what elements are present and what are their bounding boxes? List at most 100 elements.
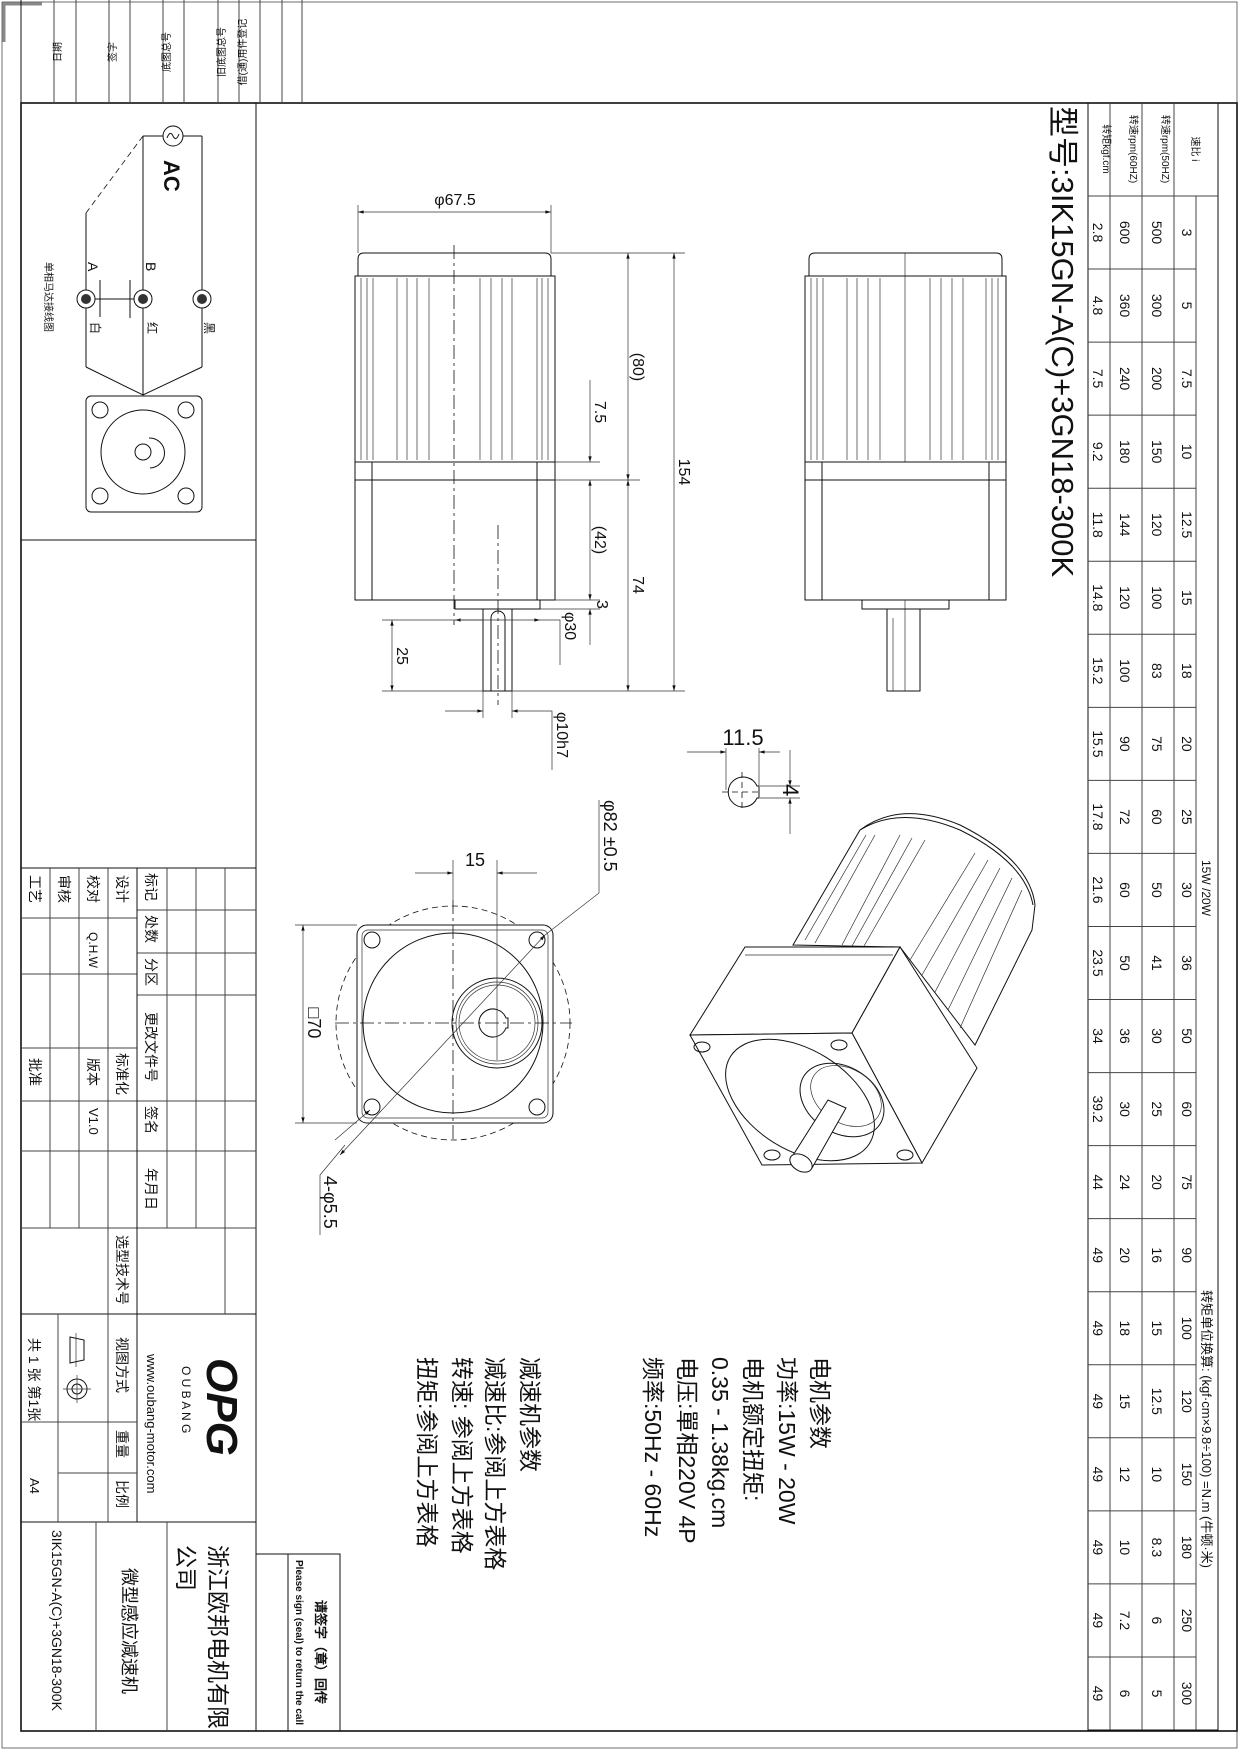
ratio-cell: 120 — [1179, 1390, 1195, 1414]
title-block: 标记 处数 分区 更改文件号 签名 年月日 设计 校对 审核 工艺 Q.H.W … — [21, 867, 256, 1731]
dim-shaft-diameter: φ10h7 — [553, 712, 570, 758]
wiring-terminal-a: A — [85, 262, 101, 272]
dim-mount-holes: 4-φ5.5 — [320, 1176, 340, 1229]
dim-key-width: 4 — [778, 784, 803, 796]
gearbox-params: 减速机参数 减速比:参阅上方表格 转速: 参阅上方表格 扭矩:参阅上方表格 — [414, 1357, 543, 1570]
tb-standard: 标准化 — [114, 1053, 130, 1095]
rpm-50hz-cell: 8.3 — [1149, 1538, 1165, 1558]
company-name-line2: 公司 — [173, 1545, 199, 1591]
rpm-60hz-cell: 144 — [1117, 513, 1133, 537]
sign-return-box: 请签字（章）回传 Please sign (seal) to return th… — [255, 1553, 341, 1732]
rpm-60hz-cell: 20 — [1117, 1247, 1133, 1263]
torque-cell: 44 — [1090, 1174, 1106, 1190]
tb-process: 工艺 — [27, 875, 43, 903]
record-base-no-label: 底图总号 — [160, 32, 173, 72]
terminal-a — [76, 289, 96, 309]
ratio-cell: 25 — [1179, 809, 1195, 825]
tb-checker-name: Q.H.W — [86, 932, 100, 969]
tb-count: 处数 — [143, 915, 159, 943]
rpm-50hz-cell: 10 — [1149, 1467, 1165, 1483]
header-torque: 转矩kgf.cm — [1100, 124, 1113, 173]
rpm-50hz-cell: 60 — [1149, 809, 1165, 825]
terminal-b — [133, 289, 153, 309]
front-view-dimensions: φ67.5 (80) 154 7.5 (42) 74 3 φ30 25 φ10h… — [357, 192, 692, 770]
torque-cell: 4.8 — [1090, 296, 1106, 316]
dim-total-length: 154 — [675, 459, 692, 486]
dim-step: 7.5 — [591, 401, 608, 423]
rpm-50hz-cell: 200 — [1149, 367, 1165, 391]
gearbox-speed: 转速: 参阅上方表格 — [449, 1357, 475, 1554]
record-borrow-label: 借(通)用件登记 — [236, 19, 249, 86]
conversion-note: 转矩单位换算: (kgf·cm×9.8÷100) =N.m (牛顿·米) — [1199, 1290, 1214, 1568]
rpm-60hz-cell: 180 — [1117, 440, 1133, 464]
rpm-60hz-cell: 600 — [1117, 221, 1133, 245]
record-old-base-no-label: 旧底图总号 — [215, 27, 228, 77]
torque-cell: 21.6 — [1090, 876, 1106, 903]
front-view — [354, 245, 556, 705]
dim-pilot-height: 3 — [593, 600, 610, 609]
rpm-60hz-cell: 72 — [1117, 809, 1133, 825]
ratio-cell: 10 — [1179, 444, 1195, 460]
torque-cell: 49 — [1090, 1320, 1106, 1336]
wiring-diagram: AC A B 白 红 黑 单相马达接线图 — [42, 125, 216, 513]
table-cells: 35006002.853003604.87.52002407.510150180… — [1088, 221, 1196, 1705]
gearbox-torque: 扭矩:参阅上方表格 — [414, 1357, 440, 1547]
torque-cell: 11.8 — [1090, 512, 1106, 538]
wire-red: 红 — [145, 322, 160, 334]
sign-box-en: Please sign (seal) to return the call — [293, 1560, 304, 1725]
rpm-60hz-cell: 12 — [1117, 1467, 1133, 1483]
company-website[interactable]: www.oubang-motor.com — [144, 1353, 159, 1493]
rpm-50hz-cell: 500 — [1149, 221, 1165, 245]
motor-frequency: 频率:50Hz - 60Hz — [640, 1357, 666, 1537]
dim-body-diameter: φ67.5 — [434, 192, 476, 209]
ratio-cell: 15 — [1179, 590, 1195, 606]
torque-cell: 17.8 — [1090, 803, 1106, 830]
tb-change-doc: 更改文件号 — [143, 1012, 159, 1082]
torque-cell: 2.8 — [1090, 223, 1106, 243]
torque-cell: 49 — [1090, 1247, 1106, 1263]
ratio-cell: 30 — [1179, 882, 1195, 898]
tb-version-label: 版本 — [85, 1058, 101, 1086]
torque-cell: 23.5 — [1090, 949, 1106, 976]
rpm-50hz-cell: 6 — [1149, 1617, 1165, 1625]
ratio-cell: 36 — [1179, 955, 1195, 971]
torque-cell: 49 — [1090, 1686, 1106, 1702]
record-date-label: 日期 — [52, 42, 64, 62]
ratio-cell: 250 — [1179, 1609, 1195, 1633]
ratio-cell: 180 — [1179, 1536, 1195, 1560]
record-strip: 日期 签字 底图总号 旧底图总号 借(通)用件登记 — [20, 0, 303, 103]
dim-motor-length: (80) — [629, 353, 646, 381]
company-logo: OPG — [197, 1358, 246, 1456]
wiring-terminal-b: B — [143, 262, 159, 271]
dim-square-size: □70 — [304, 1008, 324, 1039]
torque-cell: 49 — [1090, 1540, 1106, 1556]
wire-white: 白 — [88, 322, 103, 334]
tb-check: 校对 — [85, 875, 101, 903]
rpm-50hz-cell: 41 — [1149, 955, 1165, 971]
wiring-ac-label: AC — [159, 160, 184, 192]
gearbox-params-heading: 减速机参数 — [517, 1357, 543, 1472]
dim-gearbox-length: (42) — [591, 526, 608, 554]
rpm-50hz-cell: 83 — [1149, 663, 1165, 679]
tb-version: V1.0 — [86, 1108, 101, 1135]
dim-pilot-diameter: φ30 — [561, 612, 578, 640]
motor-params: 电机参数 功率:15W - 20W 电机额定扭矩: 0.35 - 1.38kg.… — [640, 1357, 833, 1544]
rpm-60hz-cell: 120 — [1117, 586, 1133, 610]
tb-signature: 签名 — [143, 1106, 159, 1134]
ratio-cell: 60 — [1179, 1101, 1195, 1117]
ratio-cell: 100 — [1179, 1317, 1195, 1341]
ratio-cell: 3 — [1179, 229, 1195, 237]
isometric-view — [689, 813, 1036, 1173]
ratio-cell: 150 — [1179, 1463, 1195, 1487]
tb-paper: A4 — [27, 1478, 42, 1494]
drawing-number: 3IK15GN-A(C)+3GN18-300K — [49, 1530, 65, 1712]
rpm-50hz-cell: 300 — [1149, 294, 1165, 318]
ratio-cell: 12.5 — [1179, 511, 1195, 538]
rpm-60hz-cell: 18 — [1117, 1320, 1133, 1336]
rpm-60hz-cell: 360 — [1117, 294, 1133, 318]
ratio-cell: 5 — [1179, 302, 1195, 310]
ratio-cell: 18 — [1179, 663, 1195, 679]
record-sign-label: 签字 — [106, 42, 119, 62]
logo-subtitle: O U B A N G — [179, 1366, 193, 1433]
